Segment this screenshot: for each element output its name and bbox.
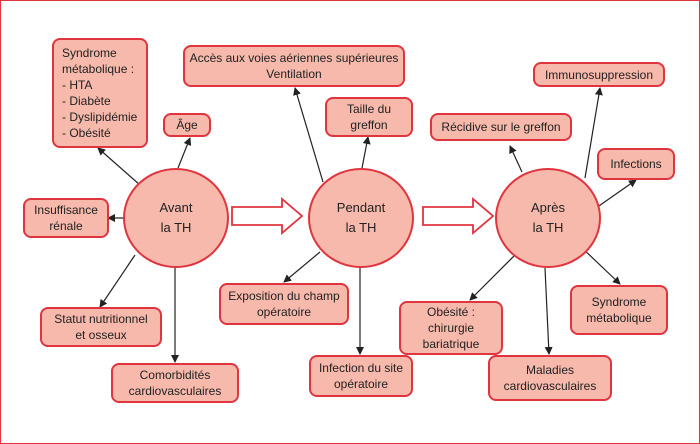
arrow-apres-syndrome — [579, 245, 621, 285]
arrow-apres-obesite — [469, 249, 521, 301]
text-line: cardiovasculaires — [503, 379, 597, 393]
box-exposition-champ: Exposition du champ opératoire — [219, 283, 349, 325]
text-line: Syndrome — [591, 295, 647, 309]
node-avant-line2: la TH — [160, 220, 192, 235]
text-line: Statut nutritionnel — [54, 312, 148, 326]
text-line: rénale — [49, 219, 83, 233]
arrow-apres-immuno — [584, 87, 603, 179]
text-line: Exposition du champ — [228, 289, 340, 303]
text-line: Infection du site — [318, 361, 404, 375]
text-line: opératoire — [333, 377, 389, 391]
node-pendant-line1: Pendant — [336, 200, 386, 215]
node-apres: Après la TH — [495, 168, 601, 268]
box-obesite-chirurgie: Obésité : chirurgie bariatrique — [399, 301, 503, 355]
text-line: Âge — [176, 118, 198, 132]
box-recidive-greffon: Récidive sur le greffon — [430, 113, 572, 141]
arrow-apres-maladies — [544, 267, 553, 355]
box-syndrome-metabolique-apres: Syndrome métabolique — [570, 285, 668, 335]
box-maladies-cardiovasculaires: Maladies cardiovasculaires — [488, 355, 612, 401]
arrow-pendant-exposition — [283, 251, 321, 283]
box-syndrome-metabolique-avant: Syndrome métabolique : - HTA - Diabète -… — [52, 38, 148, 148]
box-age: Âge — [163, 113, 211, 137]
arrow-apres-recidive — [509, 145, 523, 173]
text-line: chirurgie — [427, 321, 475, 335]
box-immunosuppression: Immunosuppression — [533, 62, 665, 87]
arrow-avant-syndrome — [97, 147, 141, 186]
node-apres-line2: la TH — [532, 220, 564, 235]
text-line: Obésité : — [426, 305, 476, 319]
text-line: - Dyslipidémie — [62, 110, 138, 124]
text-line: - Obésité — [62, 126, 111, 140]
text-line: - HTA — [62, 78, 93, 92]
text-line: opératoire — [256, 305, 312, 319]
text-line: métabolique — [586, 311, 652, 325]
text-line: Comorbidités — [139, 368, 211, 382]
box-comorbidites: Comorbidités cardiovasculaires — [111, 363, 239, 403]
box-infection-site: Infection du site opératoire — [309, 355, 413, 397]
text-line: Syndrome — [62, 46, 117, 60]
text-line: - Diabète — [62, 94, 111, 108]
text-line: Maladies — [525, 363, 575, 377]
node-pendant-line2: la TH — [345, 220, 377, 235]
text-line: Récidive sur le greffon — [441, 120, 561, 134]
big-arrow-2 — [422, 197, 495, 235]
node-avant: Avant la TH — [123, 168, 229, 268]
box-statut-nutritionnel: Statut nutritionnel et osseux — [40, 307, 162, 347]
big-arrow-1 — [231, 197, 304, 235]
text-line: Accès aux voies aériennes supérieures — [189, 51, 399, 65]
text-line: Insuffisance — [34, 203, 98, 217]
text-line: Immunosuppression — [544, 67, 654, 82]
text-line: cardiovasculaires — [128, 384, 222, 398]
box-voies-aeriennes: Accès aux voies aériennes supérieures Ve… — [183, 45, 405, 87]
arrow-pendant-voies — [293, 87, 324, 183]
arrow-apres-infections — [595, 179, 637, 209]
text-line: greffon — [350, 118, 388, 132]
text-line: Ventilation — [266, 67, 322, 81]
text-line: et osseux — [75, 328, 127, 342]
arrow-pendant-taille — [361, 136, 371, 169]
box-taille-greffon: Taille du greffon — [325, 97, 413, 137]
text-line: Taille du — [346, 102, 392, 116]
node-pendant: Pendant la TH — [308, 168, 414, 268]
arrow-avant-statut — [99, 254, 136, 308]
text-line: bariatrique — [422, 337, 480, 351]
text-line: métabolique : — [62, 62, 135, 76]
arrow-avant-age — [177, 137, 192, 169]
box-infections: Infections — [597, 148, 675, 180]
node-apres-line1: Après — [531, 200, 565, 215]
node-avant-line1: Avant — [159, 200, 193, 215]
box-insuffisance-renale: Insuffisance rénale — [23, 198, 109, 238]
text-line: Infections — [610, 157, 662, 171]
